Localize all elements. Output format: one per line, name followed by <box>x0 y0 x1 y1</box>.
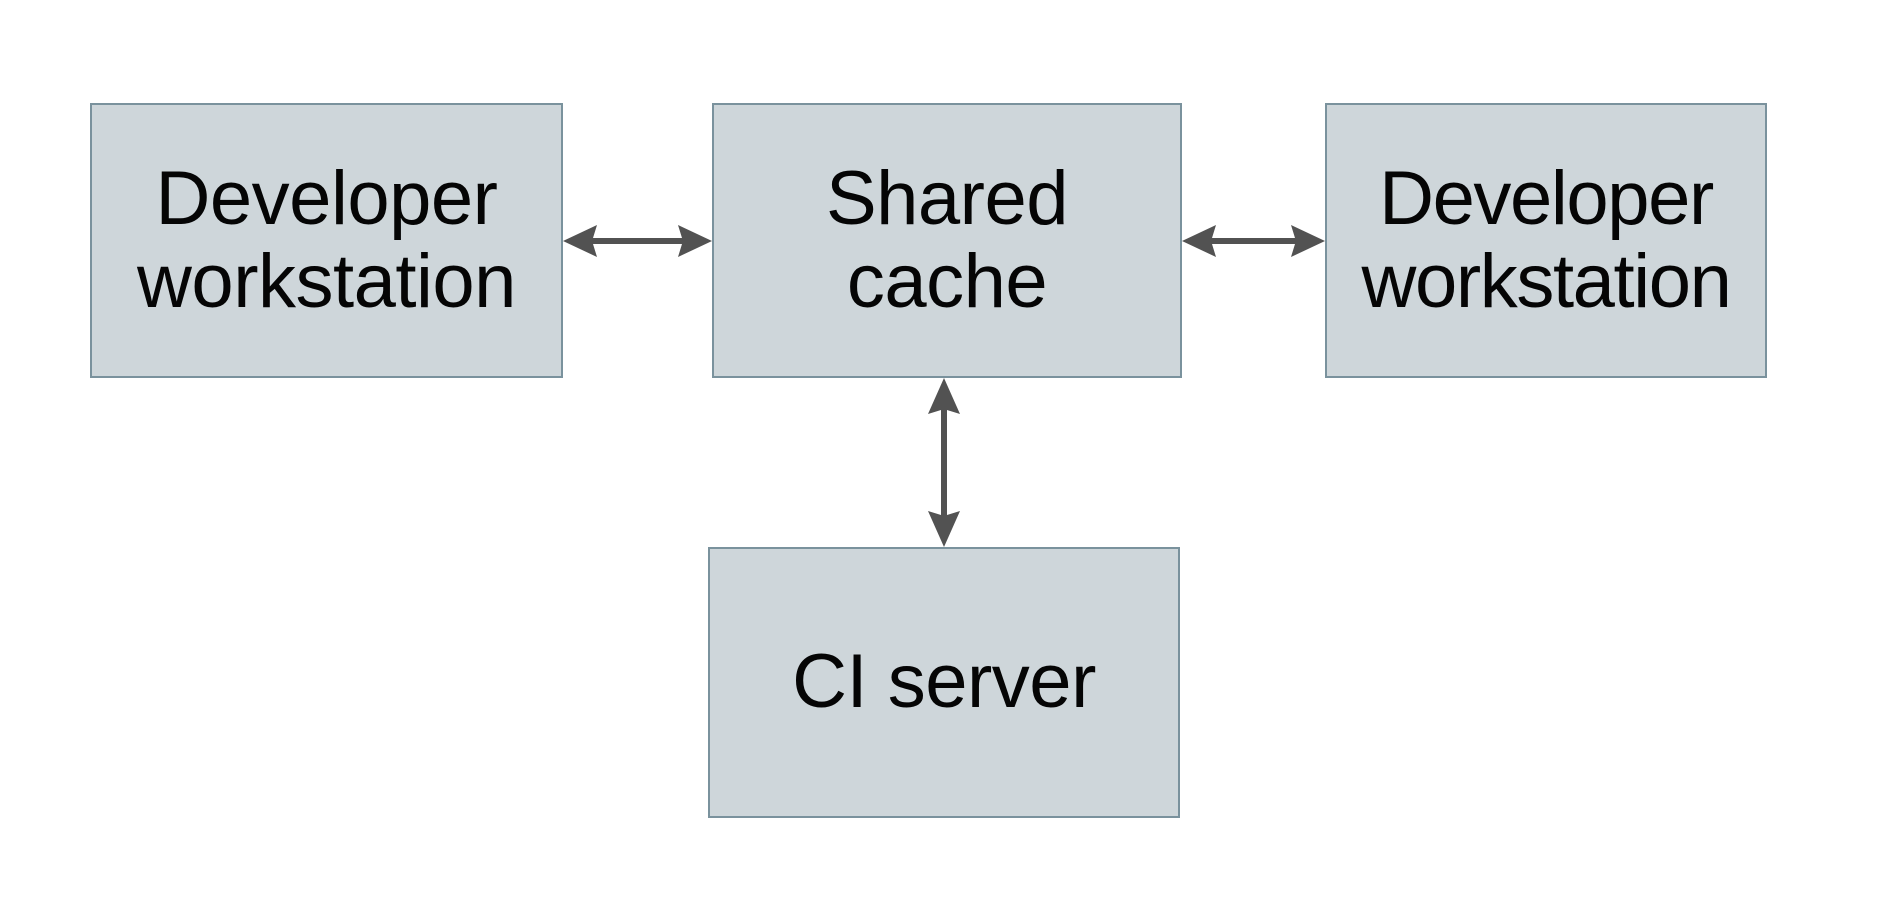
edge-cache-to-right[interactable] <box>1182 211 1325 271</box>
double-arrow-icon <box>928 378 960 547</box>
node-label-dev-workstation-right: Developer workstation <box>1361 156 1732 324</box>
node-label-shared-cache: Shared cache <box>825 156 1069 324</box>
node-shared-cache[interactable]: Shared cache <box>712 103 1182 378</box>
node-dev-workstation-left[interactable]: Developer workstation <box>90 103 563 378</box>
node-label-dev-workstation-left: Developer workstation <box>137 156 516 324</box>
node-ci-server[interactable]: CI server <box>708 547 1180 818</box>
double-arrow-icon <box>1182 225 1325 257</box>
node-label-ci-server: CI server <box>792 639 1096 725</box>
double-arrow-icon <box>563 225 712 257</box>
edge-cache-to-ci[interactable] <box>914 378 974 547</box>
node-dev-workstation-right[interactable]: Developer workstation <box>1325 103 1767 378</box>
edge-left-to-cache[interactable] <box>563 211 712 271</box>
